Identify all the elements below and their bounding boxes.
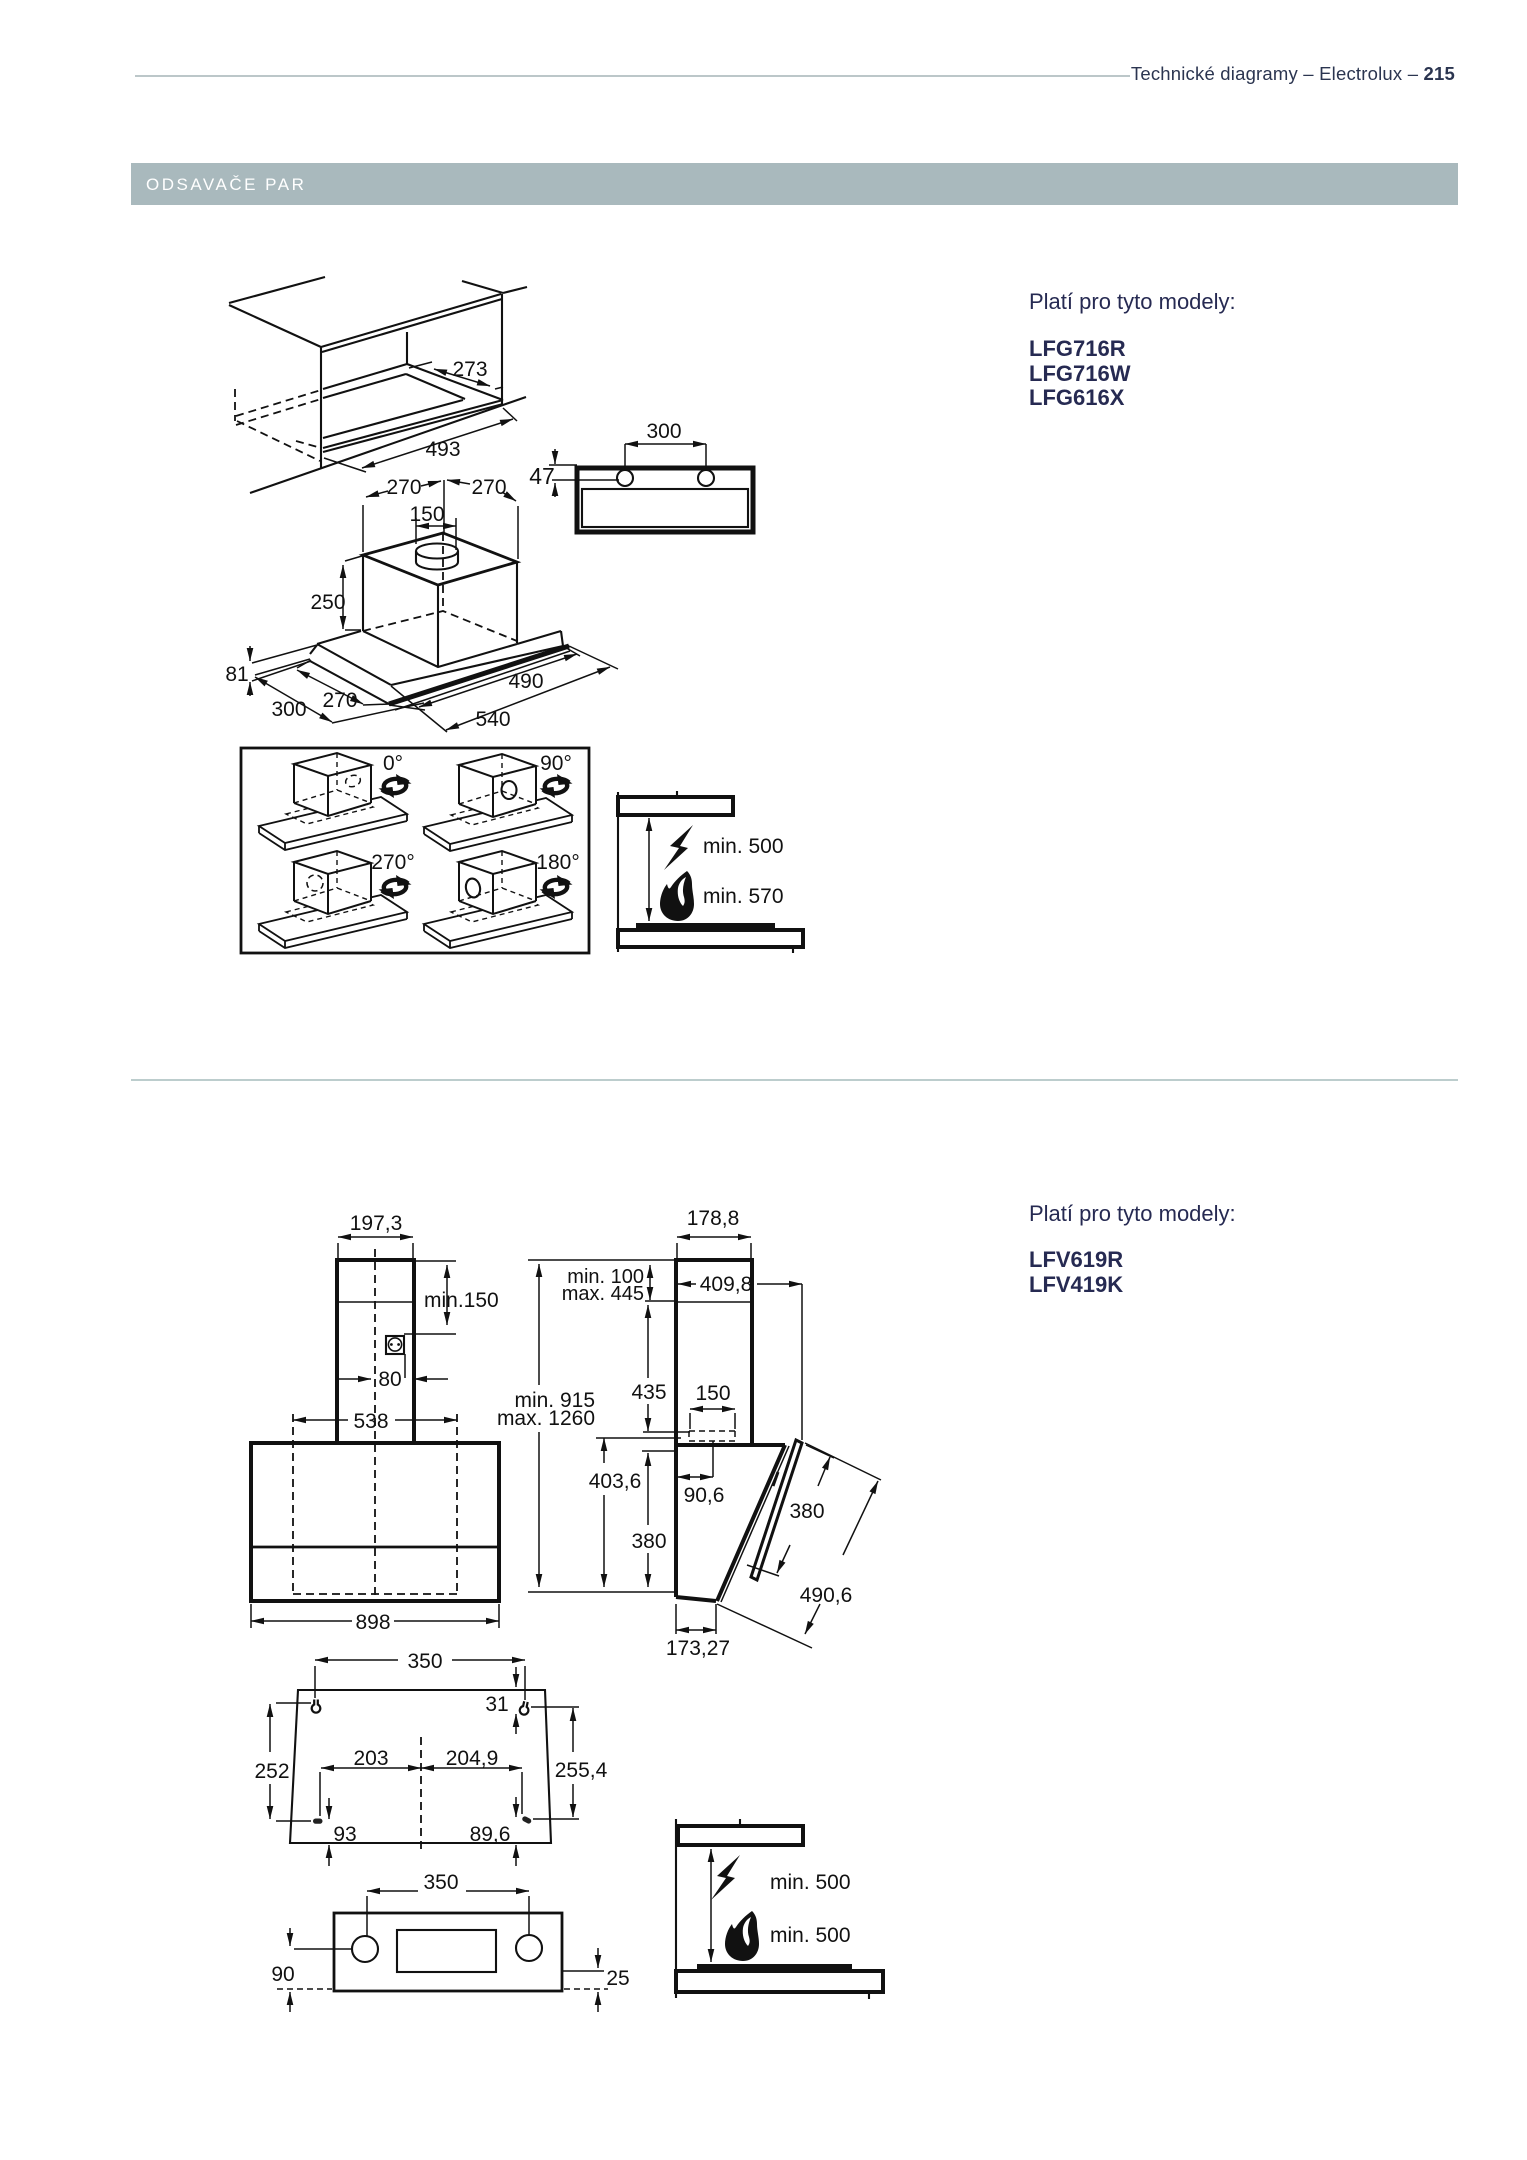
svg-text:435: 435 — [631, 1381, 666, 1404]
svg-text:0°: 0° — [383, 752, 403, 775]
svg-text:min. 500: min. 500 — [770, 1924, 851, 1947]
svg-text:173,27: 173,27 — [666, 1637, 730, 1660]
svg-text:250: 250 — [310, 591, 345, 614]
svg-text:25: 25 — [606, 1967, 629, 1990]
svg-text:380: 380 — [789, 1500, 824, 1523]
svg-text:403,6: 403,6 — [589, 1470, 642, 1493]
svg-text:898: 898 — [355, 1611, 390, 1634]
svg-text:min. 100: min. 100 — [567, 1266, 644, 1288]
svg-text:270: 270 — [471, 476, 506, 499]
svg-text:min. 570: min. 570 — [703, 885, 784, 908]
svg-text:350: 350 — [423, 1871, 458, 1894]
svg-text:90: 90 — [271, 1963, 294, 1986]
svg-text:90,6: 90,6 — [684, 1484, 725, 1507]
svg-text:max. 1260: max. 1260 — [497, 1407, 595, 1430]
svg-text:min.150: min.150 — [424, 1289, 499, 1312]
svg-text:350: 350 — [407, 1650, 442, 1673]
svg-text:270°: 270° — [371, 851, 414, 874]
svg-text:150: 150 — [695, 1382, 730, 1405]
svg-text:max. 445: max. 445 — [562, 1283, 644, 1305]
svg-text:409,8: 409,8 — [700, 1273, 753, 1296]
svg-text:min. 500: min. 500 — [770, 1871, 851, 1894]
svg-text:493: 493 — [425, 438, 460, 461]
svg-text:204,9: 204,9 — [446, 1747, 499, 1770]
svg-text:178,8: 178,8 — [687, 1207, 740, 1230]
svg-text:538: 538 — [353, 1410, 388, 1433]
svg-text:47: 47 — [529, 463, 555, 489]
svg-text:93: 93 — [333, 1823, 356, 1846]
svg-text:273: 273 — [452, 358, 487, 381]
svg-text:203: 203 — [353, 1747, 388, 1770]
svg-text:197,3: 197,3 — [350, 1212, 403, 1235]
svg-text:270: 270 — [386, 476, 421, 499]
svg-text:252: 252 — [254, 1760, 289, 1783]
svg-text:255,4: 255,4 — [555, 1759, 608, 1782]
svg-text:180°: 180° — [536, 851, 579, 874]
svg-text:300: 300 — [646, 420, 681, 443]
svg-text:380: 380 — [631, 1530, 666, 1553]
svg-text:490: 490 — [508, 670, 543, 693]
svg-text:150: 150 — [409, 503, 444, 526]
svg-text:490,6: 490,6 — [800, 1584, 853, 1607]
svg-text:min. 500: min. 500 — [703, 835, 784, 858]
svg-text:300: 300 — [271, 698, 306, 721]
svg-text:90°: 90° — [540, 752, 572, 775]
svg-text:31: 31 — [485, 1693, 508, 1716]
svg-text:min. 915: min. 915 — [514, 1389, 595, 1412]
svg-text:89,6: 89,6 — [470, 1823, 511, 1846]
svg-text:80: 80 — [378, 1368, 401, 1391]
svg-text:81: 81 — [225, 663, 248, 686]
